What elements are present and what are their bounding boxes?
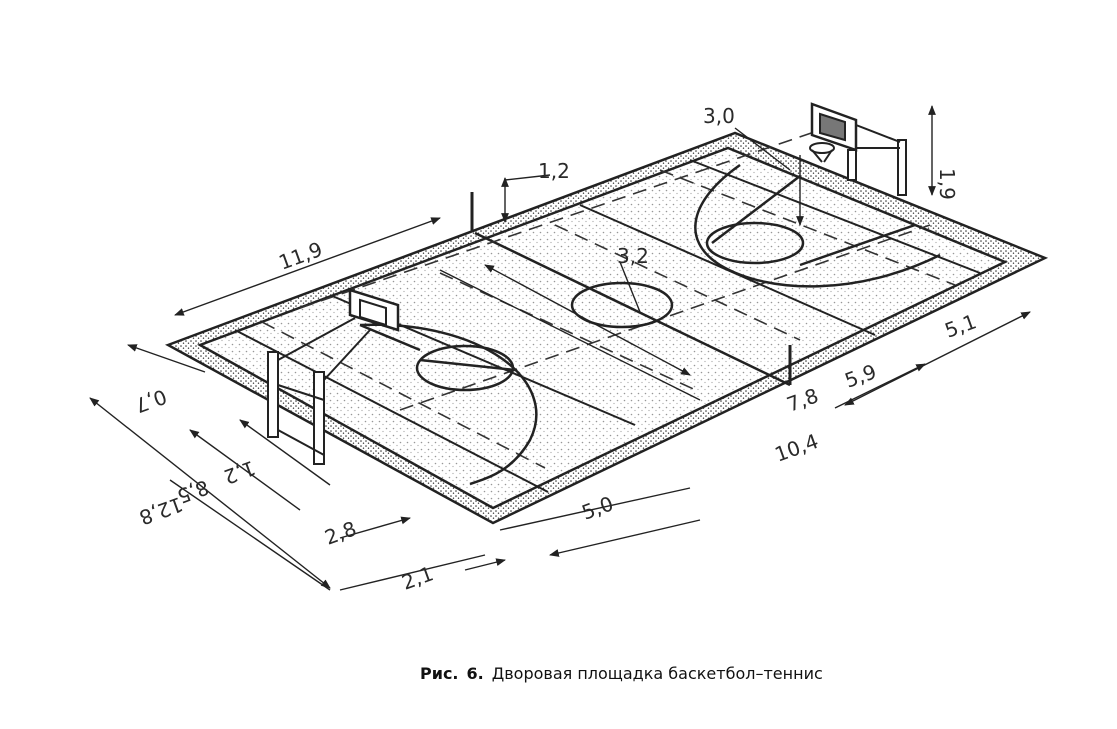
dim-key-width: 2,8 — [322, 516, 360, 549]
dimension-lines — [89, 105, 1031, 591]
dim-end-offset: 0,7 — [132, 384, 170, 417]
dim-pole-height: 1,9 — [935, 168, 959, 200]
dim-circle-diameter: 3,2 — [617, 244, 649, 268]
dim-side-zone: 5,1 — [942, 309, 980, 342]
caption-title: Дворовая площадка баскетбол–теннис — [491, 664, 823, 683]
net-posts — [470, 192, 792, 385]
dim-top-offset: 3,0 — [703, 104, 735, 128]
dim-inner-width: 7,8 — [784, 383, 822, 416]
dim-net-height: 1,2 — [538, 159, 570, 183]
dim-total-length: 12,8 — [136, 492, 186, 530]
figure-caption: Рис. 6. Дворовая площадка баскетбол–теннис — [420, 664, 823, 683]
dim-court-width: 10,4 — [772, 429, 822, 467]
dim-margin: 2,1 — [399, 561, 437, 594]
caption-prefix: Рис. — [420, 664, 459, 683]
right-hoop — [809, 102, 907, 196]
dim-service-depth: 5,9 — [842, 359, 880, 392]
dim-post-spacing: 1,2 — [221, 456, 259, 489]
right-key — [694, 163, 941, 288]
caption-number: 6. — [466, 664, 484, 683]
dim-baseline-zone: 5,0 — [579, 491, 617, 524]
